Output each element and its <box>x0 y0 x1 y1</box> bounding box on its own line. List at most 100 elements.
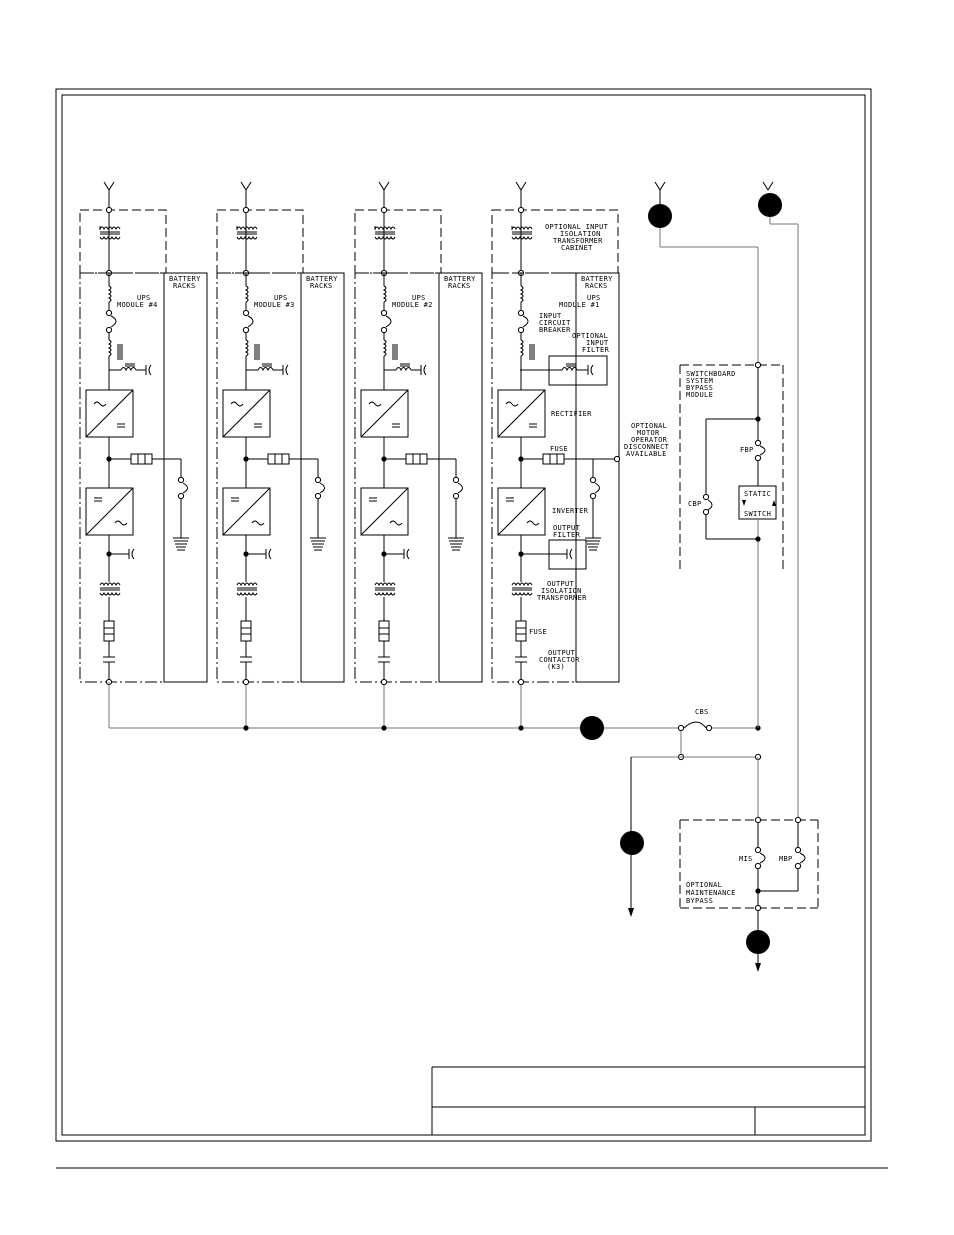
module-label-l1: UPS <box>274 294 288 302</box>
output-contactor-l2: CONTACTOR <box>539 656 580 664</box>
motor-operator-l2: MOTOR <box>637 429 660 437</box>
output-transformer-l3: TRANSFORMER <box>537 594 587 602</box>
input-breaker-l1: INPUT <box>539 312 562 320</box>
output-transformer-primary <box>374 582 396 587</box>
output-fuse <box>240 620 252 642</box>
breaker-contact <box>242 326 250 334</box>
marker-dot-input-b <box>758 193 782 217</box>
coil <box>107 285 112 303</box>
input-arrow <box>240 181 247 191</box>
output-arrow-left <box>628 908 634 917</box>
output-transformer-l1: OUTPUT <box>547 580 575 588</box>
transformer-primary <box>236 226 258 231</box>
capacitor-plate <box>285 364 289 376</box>
battery-disconnect <box>177 492 185 500</box>
coil <box>382 339 387 357</box>
battery-disconnect <box>589 476 597 484</box>
capacitor-plate <box>148 364 152 376</box>
inner-frame <box>61 94 866 1136</box>
battery-label-l2: RACKS <box>585 282 608 290</box>
battery-label-l1: BATTERY <box>444 275 476 283</box>
input-filter-l1: OPTIONAL <box>572 332 608 340</box>
inverter-diag <box>85 487 134 536</box>
dc-fuse <box>130 453 153 465</box>
title-block <box>431 1066 865 1135</box>
output-transformer-secondary <box>99 591 121 596</box>
motor-operator-l5: AVAILABLE <box>626 450 667 458</box>
battery-label-l2: RACKS <box>310 282 333 290</box>
inverter-diag <box>360 487 409 536</box>
output-fuse <box>515 620 527 642</box>
output-transformer-primary <box>236 582 258 587</box>
transformer-cabinet <box>354 209 442 274</box>
battery-disconnect <box>589 492 597 500</box>
input-filter-l3: FILTER <box>582 346 610 354</box>
input-breaker-l2: CIRCUIT <box>539 319 571 327</box>
breaker-contact <box>380 326 388 334</box>
input-arrow <box>383 181 390 191</box>
transformer-secondary <box>511 235 533 240</box>
output-transformer-primary <box>99 582 121 587</box>
battery-label-l2: RACKS <box>173 282 196 290</box>
input-arrow <box>103 181 110 191</box>
rectifier-diag <box>360 389 409 438</box>
battery-disconnect <box>452 476 460 484</box>
output-bus <box>108 682 680 740</box>
ac-symbol <box>505 401 519 407</box>
ac-symbol <box>230 401 244 407</box>
module-label-l1: UPS <box>137 294 151 302</box>
module-frame <box>216 272 302 683</box>
input-arrow <box>108 181 115 191</box>
output-contactor-l3: (K3) <box>547 663 565 671</box>
coil <box>519 285 524 303</box>
rectifier-diag <box>222 389 271 438</box>
battery-label-l1: BATTERY <box>169 275 201 283</box>
module-frame <box>491 272 577 683</box>
output-transformer-primary <box>511 582 533 587</box>
breaker-contact <box>105 309 113 317</box>
dc-fuse <box>542 453 565 465</box>
cbp-label: CBP <box>688 500 702 508</box>
static-switch-l2: SWITCH <box>744 510 771 518</box>
battery-rack-box <box>438 272 483 683</box>
battery-label-l1: BATTERY <box>306 275 338 283</box>
battery-rack-box <box>163 272 208 683</box>
battery-disconnect <box>452 492 460 500</box>
battery-disconnect-arc <box>182 482 188 494</box>
switchboard-l2: SYSTEM <box>686 377 713 385</box>
input-arrow <box>515 181 522 191</box>
module-frame <box>79 272 165 683</box>
input-arrow <box>378 181 385 191</box>
transformer-primary <box>99 226 121 231</box>
battery-disconnect-arc <box>594 482 600 494</box>
marker-dot-load <box>620 831 644 855</box>
output-fuse <box>103 620 115 642</box>
output-node <box>380 678 388 686</box>
breaker-arc <box>247 315 254 328</box>
transformer-secondary <box>99 235 121 240</box>
input-filter-l2: INPUT <box>586 339 609 347</box>
breaker-arc <box>522 315 529 328</box>
motor-operator-l4: DISCONNECT <box>624 443 670 451</box>
input-breaker-l3: BREAKER <box>539 326 571 334</box>
input-transformer-l4: CABINET <box>561 244 593 252</box>
module-label-l2: MODULE #3 <box>254 301 295 309</box>
output-filter-l2: FILTER <box>553 531 581 539</box>
dc-fuse <box>405 453 428 465</box>
output-fuse <box>378 620 390 642</box>
battery-disconnect-arc <box>457 482 463 494</box>
module1-labels: OPTIONAL INPUT ISOLATION TRANSFORMER CAB… <box>520 223 670 671</box>
battery-disconnect-arc <box>319 482 325 494</box>
transformer-cabinet <box>79 209 167 274</box>
ac-symbol <box>526 520 540 526</box>
filter-coil <box>120 367 137 372</box>
ac-symbol <box>93 401 107 407</box>
maint-bypass-l3: BYPASS <box>686 897 713 905</box>
maint-bypass-l2: MAINTENANCE <box>686 889 736 897</box>
input-arrow <box>520 181 527 191</box>
battery-rack-box <box>575 272 620 683</box>
